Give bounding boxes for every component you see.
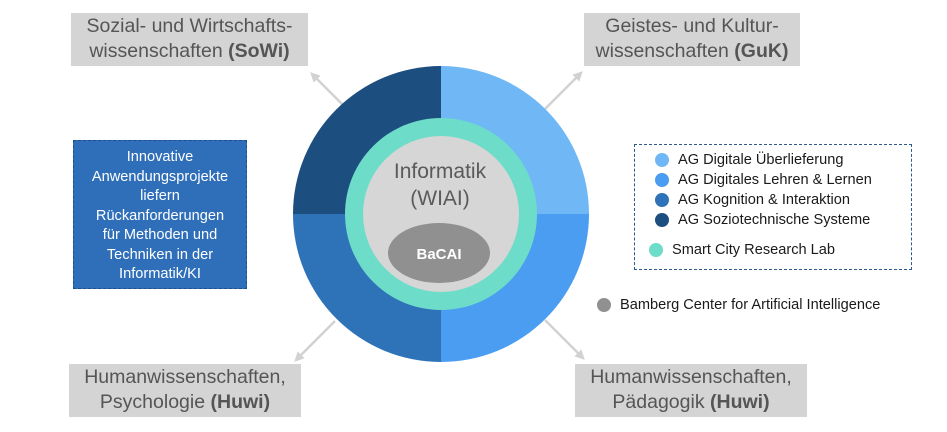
legend-item: AG Kognition & Interaktion [655, 192, 850, 208]
info-line: für Methoden und [102, 227, 218, 243]
label-sowi-abbr: (SoWi) [228, 40, 290, 62]
label-psy-line2: Psychologie [99, 391, 211, 413]
legend-label: AG Soziotechnische Systeme [678, 212, 871, 228]
label-psy-abbr: (Huwi) [210, 391, 271, 413]
label-paed-line2: Pädagogik [612, 391, 710, 413]
legend-dot-kognition-interaktion [655, 193, 669, 207]
legend-label: Smart City Research Lab [672, 242, 836, 258]
informatik-title-line1: Informatik [394, 160, 487, 183]
informatik-title-line2: (WIAI) [410, 187, 469, 210]
legend-item: Smart City Research Lab [649, 242, 835, 258]
bacai-legend-label: Bamberg Center for Artificial Intelligen… [620, 297, 881, 313]
legend-label: AG Kognition & Interaktion [678, 192, 850, 208]
label-psy-line1: Humanwissenschaften, [84, 366, 286, 388]
bacai-legend-item: Bamberg Center for Artificial Intelligen… [597, 297, 880, 313]
arrow-to-sowi [310, 72, 348, 110]
info-line: Innovative [126, 149, 194, 165]
arrow-to-psy [294, 320, 336, 362]
label-huwi-psychologie: Humanwissenschaften, Psychologie (Huwi) [69, 364, 301, 417]
legend-dot-soziotechnische-systeme [655, 213, 669, 227]
label-huwi-paedagogik: Humanwissenschaften, Pädagogik (Huwi) [575, 364, 807, 417]
info-box-anwendungsprojekte: Innovative Anwendungsprojekte liefern Rü… [73, 140, 247, 289]
info-line: Informatik/KI [119, 266, 201, 282]
legend-dot-bacai [597, 298, 611, 312]
legend-label: AG Digitales Lehren & Lernen [678, 172, 872, 188]
info-line: Anwendungsprojekte [91, 168, 229, 185]
label-sowi-line1: Sozial- und Wirtschafts- [86, 15, 293, 37]
legend: AG Digitale Überlieferung AG Digitales L… [634, 144, 912, 270]
label-sowi-line2: wissenschaften [89, 40, 229, 62]
bacai-label: BaCAI [416, 246, 461, 263]
legend-dot-digitale-ueberlieferung [655, 153, 669, 167]
label-guk-line2: wissenschaften [595, 40, 735, 62]
legend-item: AG Soziotechnische Systeme [655, 212, 870, 228]
legend-label: AG Digitale Überlieferung [678, 152, 844, 168]
legend-item: AG Digitales Lehren & Lernen [655, 172, 872, 188]
info-line: Rückanforderungen [95, 207, 225, 224]
info-line: liefern [140, 188, 180, 204]
arrow-to-paed [544, 319, 585, 360]
legend-dot-smart-city [649, 243, 663, 257]
info-line: Techniken in der [106, 246, 214, 263]
legend-item: AG Digitale Überlieferung [655, 152, 843, 168]
label-sowi: Sozial- und Wirtschafts- wissenschaften … [71, 13, 308, 66]
label-paed-abbr: (Huwi) [710, 391, 770, 413]
label-guk: Geistes- und Kultur- wissenschaften (GuK… [584, 13, 800, 66]
label-guk-abbr: (GuK) [734, 40, 789, 62]
label-guk-line1: Geistes- und Kultur- [605, 15, 779, 37]
arrow-to-guk [544, 71, 583, 110]
legend-dot-digitales-lehren-lernen [655, 173, 669, 187]
label-paed-line1: Humanwissenschaften, [590, 366, 792, 388]
bacai-ellipse [388, 223, 490, 283]
